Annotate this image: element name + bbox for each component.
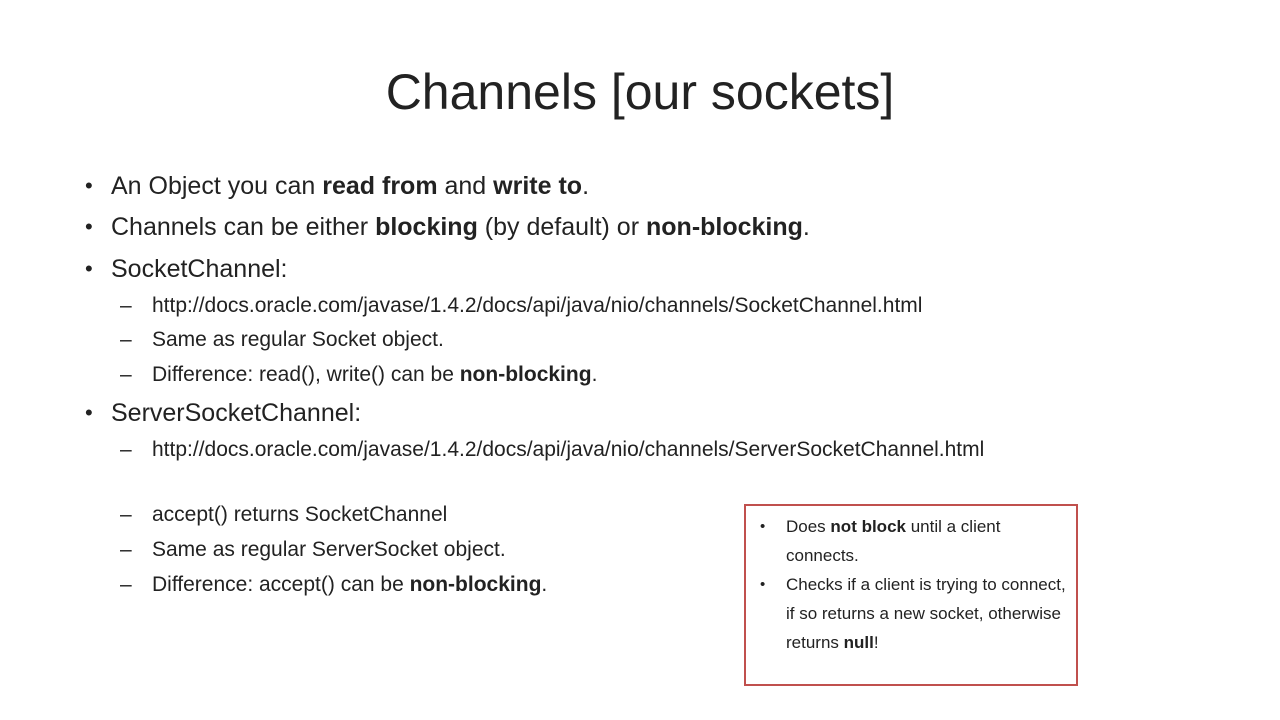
- bullet-icon: •: [85, 400, 93, 425]
- bullet-icon: •: [85, 214, 93, 239]
- serversocketchannel-difference: – Difference: accept() can be non-blocki…: [120, 573, 548, 596]
- serversocketchannel-doc-link[interactable]: – http://docs.oracle.com/javase/1.4.2/do…: [120, 438, 985, 461]
- dash-icon: –: [120, 438, 132, 461]
- callout-item-not-block: • Does not block until a client connects…: [760, 512, 1066, 570]
- bullet-icon: •: [85, 173, 93, 198]
- socketchannel-difference: – Difference: read(), write() can be non…: [120, 363, 598, 386]
- dash-icon: –: [120, 363, 132, 386]
- dash-icon: –: [120, 328, 132, 351]
- serversocketchannel-accept-returns: – accept() returns SocketChannel: [120, 503, 448, 526]
- bullet-item-blocking: • Channels can be either blocking (by de…: [85, 213, 810, 241]
- bullet-item-socketchannel: • SocketChannel:: [85, 255, 288, 283]
- dash-icon: –: [120, 538, 132, 561]
- callout-box: • Does not block until a client connects…: [744, 504, 1078, 686]
- serversocketchannel-same-as: – Same as regular ServerSocket object.: [120, 538, 506, 561]
- dash-icon: –: [120, 503, 132, 526]
- socketchannel-same-as: – Same as regular Socket object.: [120, 328, 444, 351]
- callout-item-checks-client: • Checks if a client is trying to connec…: [760, 570, 1066, 657]
- dash-icon: –: [120, 573, 132, 596]
- bullet-item-read-write: • An Object you can read from and write …: [85, 172, 590, 200]
- bullet-icon: •: [760, 518, 766, 535]
- slide-title: Channels [our sockets]: [385, 64, 895, 120]
- bullet-item-serversocketchannel: • ServerSocketChannel:: [85, 399, 362, 427]
- bullet-icon: •: [760, 576, 766, 593]
- dash-icon: –: [120, 294, 132, 317]
- bullet-icon: •: [85, 256, 93, 281]
- socketchannel-doc-link[interactable]: – http://docs.oracle.com/javase/1.4.2/do…: [120, 294, 923, 317]
